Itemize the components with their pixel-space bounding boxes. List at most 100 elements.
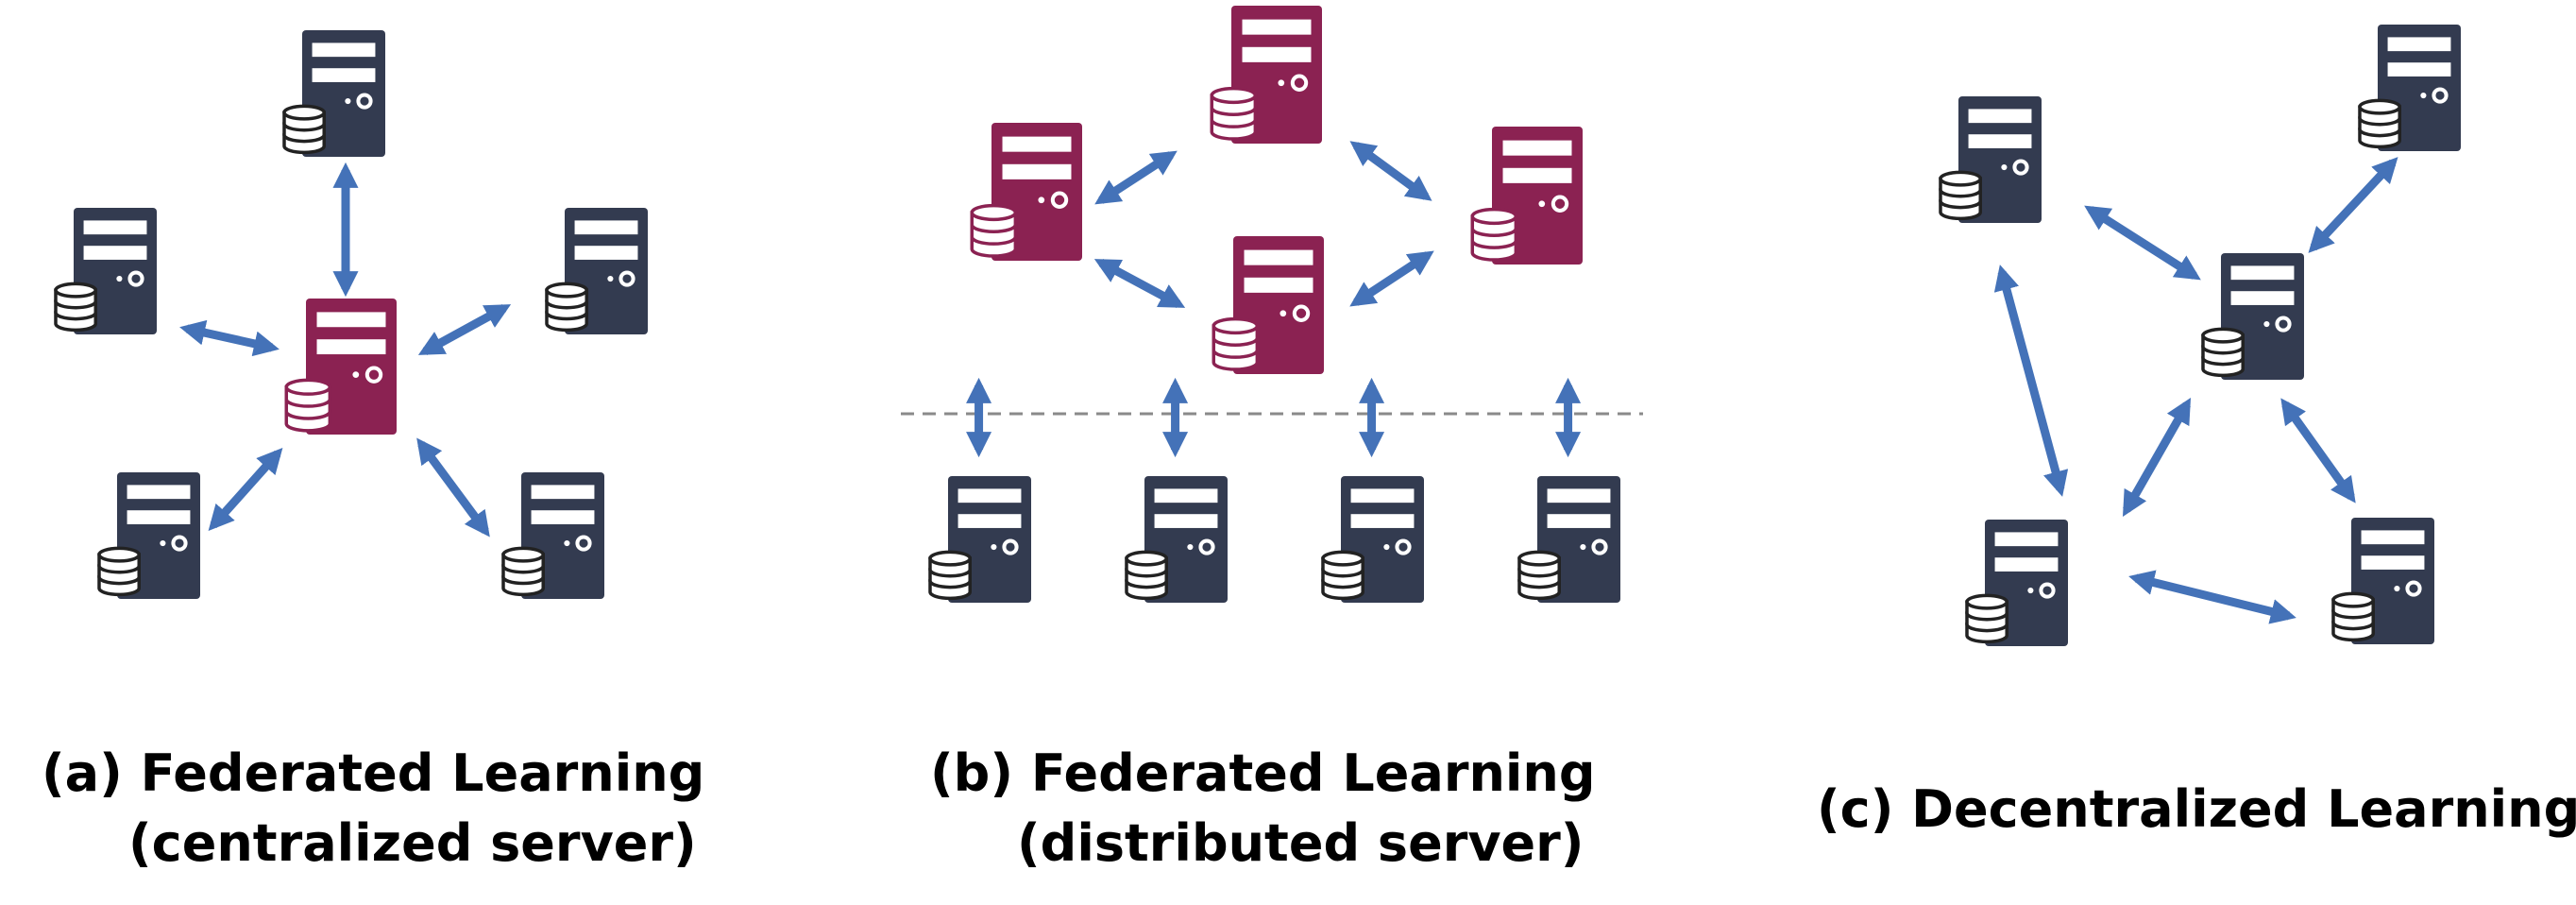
power-button-icon — [2432, 87, 2449, 104]
panel-a-client-right — [545, 208, 648, 334]
power-button-icon — [2039, 582, 2056, 599]
drive-bay-1 — [531, 485, 595, 500]
drive-bay-2 — [1994, 557, 2059, 572]
database-icon — [54, 282, 97, 333]
panel-b-client-1 — [928, 476, 1031, 603]
caption-b-line1: (b) Federated Learning — [930, 743, 1596, 803]
power-button-icon — [356, 93, 373, 110]
panel-c-arrow-topleft-center — [2084, 205, 2201, 281]
caption-panel-b: (b) Federated Learning (distributed serv… — [930, 739, 1596, 879]
drive-bay-2 — [1547, 514, 1611, 528]
power-button-icon — [1050, 191, 1069, 209]
database-icon — [501, 546, 545, 597]
panel-b-aggregator-center — [1212, 236, 1324, 374]
drive-bay-2 — [2361, 555, 2425, 570]
database-icon — [282, 104, 326, 155]
database-icon — [1321, 550, 1364, 601]
panel-a-client-left — [54, 208, 157, 334]
power-button-icon — [364, 366, 383, 384]
caption-panel-a: (a) Federated Learning (centralized serv… — [42, 739, 704, 879]
database-icon — [928, 550, 972, 601]
panel-b-arrow-left-center — [1093, 259, 1186, 308]
status-led — [2001, 163, 2008, 171]
database-icon — [1125, 550, 1168, 601]
drive-bay-2 — [312, 68, 376, 82]
panel-c-node-bottom-right — [2331, 518, 2434, 644]
drive-bay-2 — [316, 339, 386, 355]
database-icon — [1470, 207, 1518, 262]
status-led — [1538, 200, 1546, 208]
power-button-icon — [2405, 580, 2422, 597]
panel-b-aggregator-left — [970, 123, 1082, 261]
drive-bay-1 — [958, 488, 1022, 504]
panel-a-arrow-bottom-right — [416, 437, 490, 538]
panel-a-central-server — [284, 299, 397, 435]
status-led — [2420, 92, 2427, 99]
drive-bay-1 — [1994, 532, 2059, 547]
drive-bay-2 — [1154, 514, 1218, 528]
status-led — [160, 539, 166, 547]
caption-a-line1: (a) Federated Learning — [42, 743, 705, 803]
panel-c-arrow-topleft-bottomleft — [1993, 265, 2069, 497]
status-led — [2027, 587, 2034, 594]
drive-bay-1 — [1502, 140, 1572, 156]
database-icon — [2358, 98, 2401, 149]
panel-b-client-2 — [1125, 476, 1228, 603]
power-button-icon — [1292, 304, 1311, 322]
drive-bay-2 — [127, 510, 191, 524]
database-icon — [1212, 316, 1260, 371]
database-icon — [1517, 550, 1561, 601]
drive-bay-1 — [2230, 265, 2295, 281]
panel-c-arrow-center-bottomright — [2280, 398, 2356, 504]
drive-bay-1 — [316, 312, 386, 328]
status-led — [564, 539, 570, 547]
panel-b-aggregator-right — [1470, 127, 1583, 265]
drive-bay-2 — [1968, 134, 2032, 148]
drive-bay-1 — [1002, 136, 1072, 152]
database-icon — [2201, 327, 2245, 378]
status-led — [991, 543, 997, 551]
database-icon — [1939, 170, 1982, 221]
panel-a-arrow-left — [179, 319, 280, 357]
panel-c-node-bottom-left — [1965, 520, 2068, 646]
drive-bay-1 — [83, 220, 147, 235]
drive-bay-1 — [1244, 249, 1313, 265]
power-button-icon — [619, 270, 636, 287]
drive-bay-1 — [127, 485, 191, 500]
status-led — [1280, 310, 1287, 317]
database-icon — [545, 282, 588, 333]
caption-a-line2: (centralized server) — [128, 813, 697, 873]
drive-bay-1 — [2387, 37, 2451, 52]
database-icon — [97, 546, 141, 597]
drive-bay-2 — [83, 246, 147, 260]
panel-c-arrow-bottomleft-center — [2122, 397, 2192, 518]
power-button-icon — [1591, 538, 1608, 555]
panel-b-arrow-center-right — [1349, 250, 1434, 307]
panel-a-arrow-right — [417, 304, 512, 355]
drive-bay-2 — [531, 510, 595, 524]
database-icon — [1965, 593, 2008, 644]
power-button-icon — [2275, 316, 2292, 333]
drive-bay-1 — [1242, 19, 1312, 35]
panel-b-arrow-top-right — [1349, 141, 1432, 201]
panel-a-client-bottom-left — [97, 472, 200, 599]
drive-bay-1 — [574, 220, 638, 235]
drive-bay-2 — [2230, 291, 2295, 305]
drive-bay-2 — [1244, 277, 1313, 293]
power-button-icon — [575, 535, 592, 552]
drive-bay-1 — [1968, 109, 2032, 124]
panel-b-arrow-left-top — [1094, 150, 1178, 205]
power-button-icon — [171, 535, 188, 552]
status-led — [345, 97, 351, 105]
panel-c-node-top-left — [1939, 96, 2042, 223]
panel-a-client-top — [282, 30, 385, 157]
power-button-icon — [1002, 538, 1019, 555]
panel-c-arrow-center-topright — [2308, 157, 2398, 253]
panel-b-aggregator-top — [1210, 6, 1322, 144]
database-icon — [2331, 591, 2375, 642]
status-led — [1278, 79, 1285, 87]
panel-a-arrow-bottom-left — [208, 447, 283, 532]
caption-c-line1: (c) Decentralized Learning — [1817, 779, 2576, 839]
power-button-icon — [1551, 195, 1569, 213]
